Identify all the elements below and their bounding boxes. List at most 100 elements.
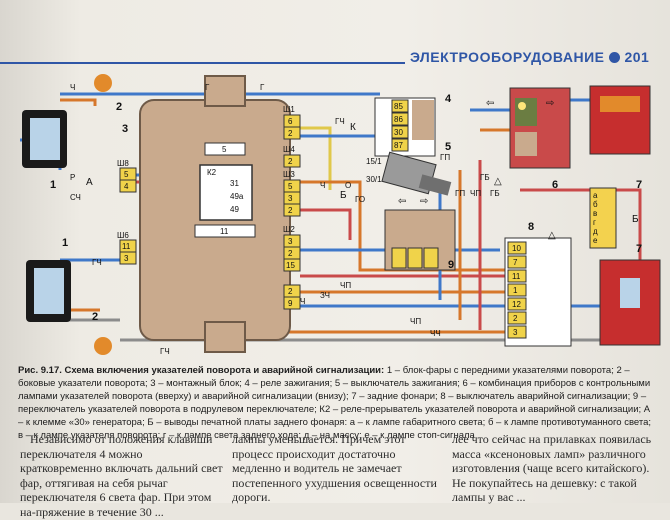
label-fuse-5: 5	[222, 145, 227, 154]
page-number: 201	[624, 49, 650, 65]
wire-label-19: ГЧ	[160, 347, 170, 356]
sh8-pin-4: 4	[124, 182, 129, 191]
hazard-pin-10: 10	[512, 244, 521, 253]
wire-label-4: ГЧ	[335, 117, 345, 126]
label-sh3: Ш3	[283, 170, 295, 179]
rear-lamp-board	[589, 187, 617, 249]
wire-label-18: ГБ	[480, 173, 490, 182]
callout-7-bottom: 7	[636, 243, 642, 255]
wire-label-20: ЧП	[410, 317, 421, 326]
sh8-pin-5: 5	[124, 170, 129, 179]
arrow-left-icon: ⇦	[398, 196, 406, 207]
hazard-pin-11: 11	[512, 272, 521, 281]
headlamp-front-bottom	[26, 260, 71, 322]
switch-pin-15-1: 15/1	[366, 157, 382, 166]
callout-2-top: 2	[116, 101, 122, 113]
arrow-left-icon: ⇦	[486, 98, 494, 109]
label-sh8: Ш8	[117, 159, 129, 168]
page-header: ЭЛЕКТРООБОРУДОВАНИЕ 201	[0, 48, 670, 72]
board-label-b: б	[593, 200, 598, 209]
wire-label-17: ГП	[440, 153, 450, 162]
callout-1-top: 1	[50, 179, 56, 191]
body-column-1: Независимо от положения клавиши переключ…	[20, 432, 223, 519]
arrow-right-icon: ⇨	[546, 98, 554, 109]
wire-label-7: ГБ	[490, 189, 500, 198]
wire-label-16: Ч	[300, 297, 305, 306]
sh2-pin-15: 15	[286, 261, 295, 270]
wire-label-15: ЧП	[340, 281, 351, 290]
hazard-pin-7: 7	[513, 258, 518, 267]
wiring-diagram: 1 2 3 4 5 6 7 8 9 1 2 7 Ш8 Ш6 Ш1 Ш4 Ш3 Ш…	[20, 74, 661, 356]
wire-label-9: Р	[70, 173, 75, 182]
marker-a: А	[86, 177, 93, 188]
sh6-pin-11: 11	[122, 242, 131, 251]
callout-4: 4	[445, 93, 452, 105]
section-title: ЭЛЕКТРООБОРУДОВАНИЕ	[410, 49, 605, 65]
ignition-switch	[381, 151, 452, 196]
sh6-pin-3: 3	[124, 254, 129, 263]
wire-label-2: Г	[205, 83, 210, 92]
wire-label-1: Ч	[70, 83, 75, 92]
sh3-pin-3: 3	[288, 194, 293, 203]
wire-label-11: Ч	[320, 181, 325, 190]
callout-6: 6	[552, 179, 558, 191]
relay-pin-30: 30	[394, 128, 403, 137]
figure-caption: Рис. 9.17. Схема включения указателей по…	[18, 364, 658, 442]
sh2-pin-3: 3	[288, 237, 293, 246]
hazard-pin-3: 3	[513, 328, 518, 337]
mounting-block	[139, 75, 291, 353]
side-indicator-bottom	[94, 337, 112, 355]
hazard-switch	[504, 237, 572, 347]
callout-8: 8	[528, 221, 534, 233]
caption-label: Рис. 9.17. Схема включения указателей по…	[18, 365, 385, 376]
caption-text: 1 – блок-фары с передними указателями по…	[18, 365, 652, 441]
header-bullet-icon	[609, 52, 621, 63]
hazard-triangle-icon: △	[548, 230, 556, 241]
arrow-right-icon: ⇨	[420, 196, 428, 207]
rear-lamp-bottom	[599, 259, 661, 346]
marker-k: К	[350, 122, 356, 133]
sh1-pin-2: 2	[288, 129, 293, 138]
board-label-v: в	[593, 209, 597, 218]
callout-9: 9	[448, 259, 454, 271]
ignition-relay	[374, 97, 436, 157]
label-k2-pin-49a: 49а	[230, 192, 244, 201]
board-label-g: г	[593, 218, 596, 227]
board-label-a: а	[593, 191, 598, 200]
headlamp-front-top	[22, 110, 67, 168]
label-sh4: Ш4	[283, 145, 295, 154]
wire-label-12: СЧ	[70, 193, 81, 202]
wire-label-5: ГП	[455, 189, 465, 198]
wire-label-6: ЧП	[470, 189, 481, 198]
label-sh1: Ш1	[283, 105, 295, 114]
wire-label-21: ЧЧ	[430, 329, 441, 338]
body-column-2: лампы уменьшается. Причем этот процесс п…	[232, 432, 437, 505]
instrument-cluster	[509, 87, 571, 169]
board-label-d: д	[593, 227, 598, 236]
wire-label-8: ГО	[355, 195, 365, 204]
header-title-row: ЭЛЕКТРООБОРУДОВАНИЕ 201	[410, 49, 649, 65]
callout-1-bottom: 1	[62, 237, 68, 249]
board-label-big-b: Б	[632, 214, 639, 225]
label-sh2: Ш2	[283, 225, 295, 234]
wire-label-3: Г	[260, 83, 265, 92]
callout-7-top: 7	[636, 179, 642, 191]
hazard-triangle-icon: △	[494, 176, 502, 187]
sh1-pin-6: 6	[288, 117, 293, 126]
callout-5: 5	[445, 141, 451, 153]
header-rule	[0, 62, 405, 64]
hazard-pin-1: 1	[513, 286, 518, 295]
relay-pin-86: 86	[394, 115, 403, 124]
turn-signal-switch	[384, 209, 456, 271]
sh2-pin-9: 9	[288, 299, 293, 308]
relay-pin-85: 85	[394, 102, 403, 111]
rear-lamp-top	[589, 85, 651, 155]
label-sh6: Ш6	[117, 231, 129, 240]
sh2-pin-2: 2	[288, 249, 293, 258]
side-indicator-top	[94, 74, 112, 92]
label-k2: К2	[207, 168, 217, 177]
callout-3: 3	[122, 123, 128, 135]
board-label-e: е	[593, 236, 598, 245]
switch-pin-30-1: 30/1	[366, 175, 382, 184]
